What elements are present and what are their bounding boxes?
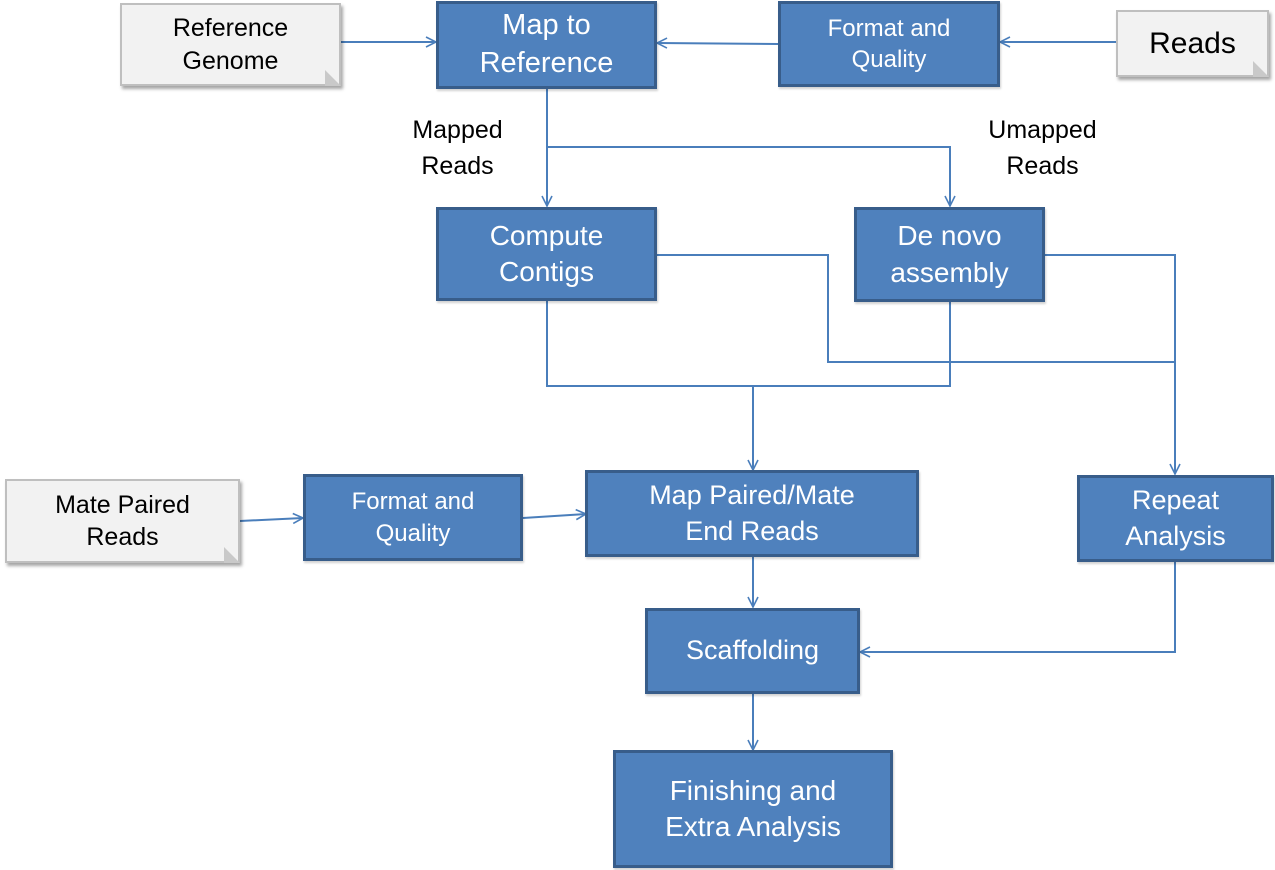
step-map-to-reference-label: Map to Reference xyxy=(479,9,614,79)
step-finishing-extra-analysis[interactable]: Finishing and Extra Analysis xyxy=(613,750,893,868)
step-map-paired-mate-end-reads[interactable]: Map Paired/Mate End Reads xyxy=(585,470,919,557)
step-repeat-analysis[interactable]: Repeat Analysis xyxy=(1077,475,1274,562)
step-compute-contigs[interactable]: Compute Contigs xyxy=(436,207,657,301)
step-format-quality-top-label: Format and Quality xyxy=(827,14,951,73)
edge-map-to-de-novo xyxy=(547,146,950,206)
edge-mate-to-format-bottom xyxy=(239,518,303,521)
step-repeat-analysis-label: Repeat Analysis xyxy=(1125,485,1226,551)
input-mate-paired-reads[interactable]: Mate Paired Reads xyxy=(5,479,240,563)
edge-format-bottom-to-map-paired xyxy=(522,514,586,518)
page-fold-icon xyxy=(325,70,341,86)
step-scaffolding-label: Scaffolding xyxy=(685,635,820,666)
input-mate-paired-reads-label: Mate Paired Reads xyxy=(55,490,190,552)
edge-format-top-to-map xyxy=(657,43,779,44)
page-fold-icon xyxy=(1253,61,1269,77)
step-format-quality-bottom[interactable]: Format and Quality xyxy=(303,474,523,561)
edge-contigs-to-repeat xyxy=(657,254,1175,363)
step-map-to-reference[interactable]: Map to Reference xyxy=(436,1,657,89)
edge-contigs-to-merge xyxy=(546,300,951,387)
step-de-novo-assembly[interactable]: De novo assembly xyxy=(854,207,1045,302)
input-reads[interactable]: Reads xyxy=(1116,10,1269,77)
step-format-quality-bottom-label: Format and Quality xyxy=(351,488,475,547)
step-map-paired-mate-end-reads-label: Map Paired/Mate End Reads xyxy=(649,480,855,546)
step-compute-contigs-label: Compute Contigs xyxy=(489,219,604,287)
step-format-quality-top[interactable]: Format and Quality xyxy=(778,1,1000,87)
edge-denovo-to-repeat xyxy=(1045,254,1175,474)
edge-label-mapped-reads: Mapped Reads xyxy=(412,116,503,181)
edge-repeat-to-scaffolding xyxy=(860,562,1176,652)
input-reference-genome-label: Reference Genome xyxy=(172,14,289,75)
step-de-novo-assembly-label: De novo assembly xyxy=(890,220,1009,288)
step-scaffolding[interactable]: Scaffolding xyxy=(645,608,860,694)
input-reads-label: Reads xyxy=(1149,27,1236,60)
edge-label-unmapped-reads: Umapped Reads xyxy=(988,116,1097,181)
page-fold-icon xyxy=(224,547,240,563)
input-reference-genome[interactable]: Reference Genome xyxy=(120,3,341,86)
step-finishing-extra-analysis-label: Finishing and Extra Analysis xyxy=(665,774,841,842)
